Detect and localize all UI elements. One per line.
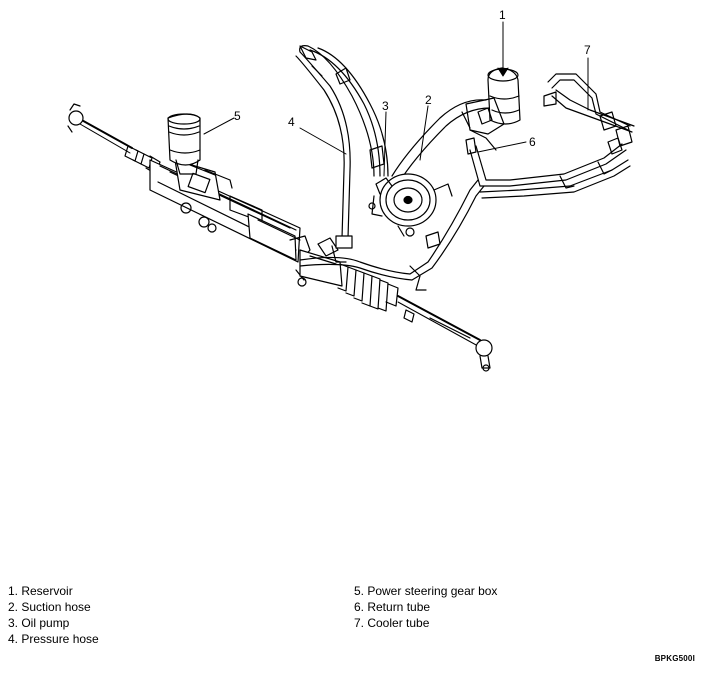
oil-pump-drawing	[368, 173, 453, 237]
figure-code: BPKG500I	[654, 654, 695, 663]
callout-4: 4	[288, 115, 295, 129]
callout-5: 5	[234, 109, 241, 123]
leader-lines	[203, 21, 589, 177]
legend-left-column: 1. Reservoir 2. Suction hose 3. Oil pump…	[8, 583, 99, 647]
legend-item-pressure-hose: 4. Pressure hose	[8, 632, 99, 646]
callout-6: 6	[529, 135, 536, 149]
callout-3: 3	[382, 99, 389, 113]
legend-item-cooler-tube: 7. Cooler tube	[354, 616, 430, 630]
callout-2: 2	[425, 93, 432, 107]
callout-7: 7	[584, 43, 591, 57]
steering-gear-box-drawing	[67, 103, 493, 372]
legend-item-oil-pump: 3. Oil pump	[8, 616, 70, 630]
hose-lines-drawing	[295, 45, 491, 291]
legend-item-suction-hose: 2. Suction hose	[8, 600, 91, 614]
callout-1: 1	[499, 8, 506, 22]
power-steering-system-diagram: 1 2 3 4 5 6 7	[67, 8, 635, 372]
legend-item-power-steering-gear-box: 5. Power steering gear box	[354, 584, 498, 598]
legend-item-return-tube: 6. Return tube	[354, 600, 431, 614]
return-and-cooler-tubes-drawing	[465, 73, 635, 199]
legend-item-reservoir: 1. Reservoir	[8, 584, 73, 598]
reservoir-drawing	[461, 67, 521, 151]
legend-right-column: 5. Power steering gear box 6. Return tub…	[354, 583, 497, 631]
